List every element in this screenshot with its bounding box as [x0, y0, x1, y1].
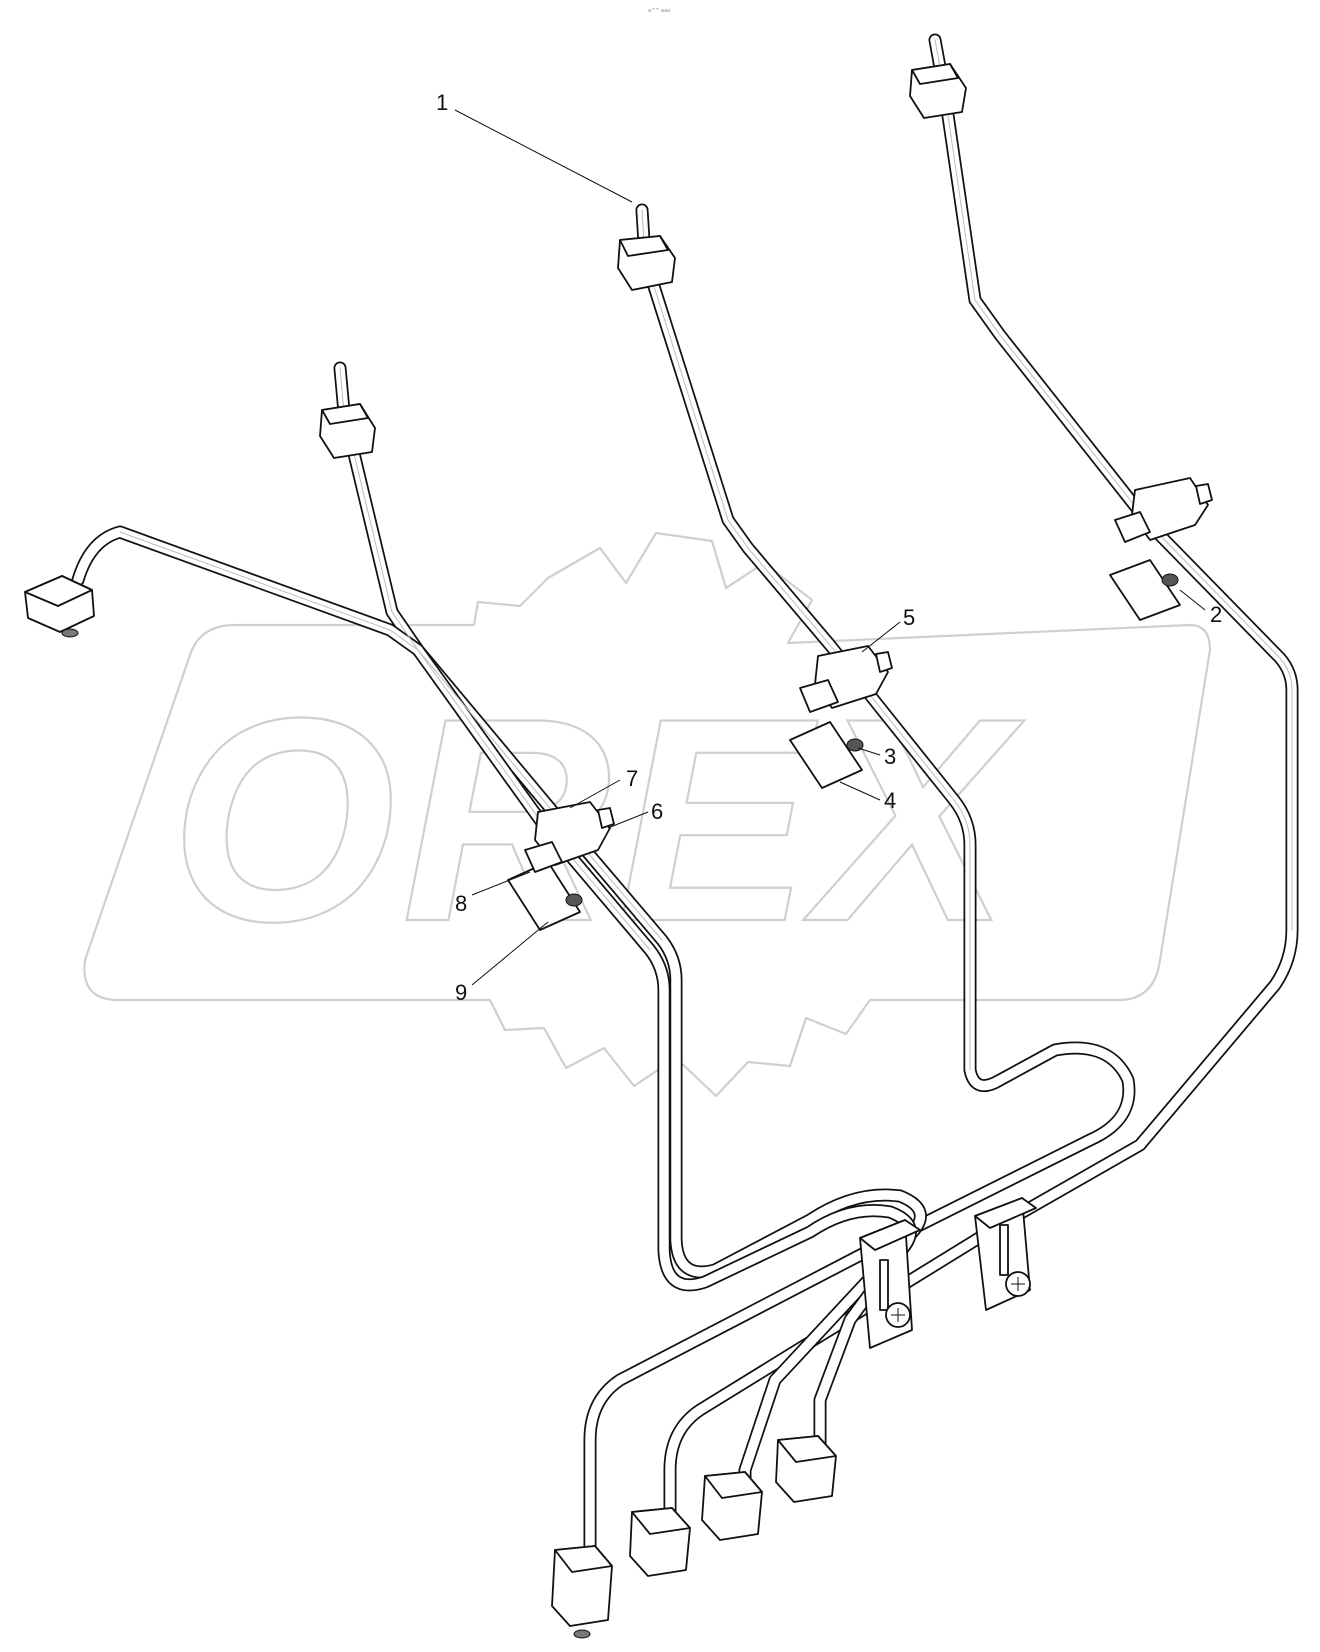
- callout-6: 6: [651, 799, 663, 824]
- leader-line-6: [607, 811, 649, 829]
- callouts: 1 2 3 4 5 6 7 8 9: [436, 90, 1222, 1005]
- callout-9: 9: [455, 980, 467, 1005]
- header-mark: a^^ aaa: [648, 8, 670, 14]
- leader-line-1: [454, 109, 633, 203]
- clamp-bracket-lower-right: [974, 1197, 1037, 1311]
- clamp-bracket-lower-left: [859, 1219, 921, 1349]
- pipe-clamps: [507, 477, 1213, 1349]
- callout-7: 7: [626, 766, 638, 791]
- union-nuts-bottom: [551, 1435, 837, 1639]
- clamp-assembly-middle: [789, 645, 893, 789]
- callout-3: 3: [884, 744, 896, 769]
- union-nut-bottom-4: [775, 1435, 837, 1503]
- union-nut-bottom-2: [629, 1507, 691, 1577]
- leader-line-5: [861, 621, 901, 653]
- watermark-gear-outline: [83, 531, 1212, 1098]
- callout-1: 1: [436, 90, 448, 115]
- union-nut-pipe-2: [909, 63, 967, 119]
- callout-5: 5: [903, 605, 915, 630]
- callout-4: 4: [884, 788, 896, 813]
- leader-line-8: [471, 871, 531, 896]
- union-nut-pipe-3: [319, 403, 376, 459]
- callout-8: 8: [455, 891, 467, 916]
- callout-2: 2: [1210, 602, 1222, 627]
- leader-line-7: [569, 779, 621, 809]
- orex-watermark-logo: OREX: [83, 531, 1212, 1098]
- union-nut-pipe-4: [24, 575, 95, 638]
- clamp-assembly-right: [1109, 477, 1213, 621]
- leader-line-4: [839, 781, 881, 801]
- union-nuts-top: [24, 63, 967, 638]
- union-nut-bottom-1: [551, 1545, 613, 1639]
- leader-line-2: [1179, 589, 1206, 611]
- clamp-assembly-left: [507, 801, 615, 931]
- union-nut-bottom-3: [701, 1471, 763, 1541]
- union-nut-pipe-1: [617, 235, 676, 291]
- leader-line-9: [471, 921, 549, 986]
- leader-line-3: [857, 747, 881, 756]
- fuel-injection-pipes: [71, 33, 1299, 1567]
